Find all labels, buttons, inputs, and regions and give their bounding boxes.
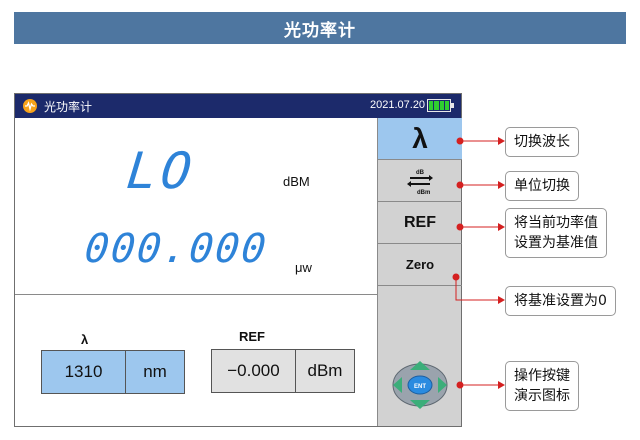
ent-key-label: ENT	[414, 384, 426, 390]
waveform-logo-icon	[23, 99, 37, 113]
reference-value: −0.000	[212, 350, 296, 392]
wavelength-button[interactable]: λ	[378, 118, 462, 160]
unit-switch-icon: dB dBm	[407, 170, 433, 196]
reference-unit: dBm	[307, 361, 343, 380]
app-title: 光功率计	[44, 100, 93, 114]
wavelength-label: λ	[81, 332, 89, 347]
softkey-sidebar: λ dB dBm REF Zero ENT	[377, 118, 462, 426]
wavelength-unit: nm	[143, 362, 167, 381]
battery-icon	[427, 99, 451, 112]
wavelength-field: 1310 nm	[41, 350, 185, 394]
wavelength-value: 1310	[42, 351, 126, 393]
ref-button[interactable]: REF	[378, 202, 462, 244]
callout-nav-keys-line1: 操作按键	[514, 368, 570, 384]
unit-switch-button[interactable]: dB dBm	[378, 160, 462, 202]
callout-switch-unit: 单位切换	[505, 171, 579, 201]
unit-icon-top-text: dB	[416, 170, 425, 176]
callout-set-zero: 将基准设置为0	[505, 286, 616, 316]
battery-tip	[451, 103, 454, 108]
reference-field: −0.000 dBm	[211, 349, 355, 393]
power-meter-screen: 光功率计 2021.07.20 LO dBM 000.000 μw λ 1310…	[14, 93, 462, 427]
unit-icon-bottom-text: dBm	[417, 190, 430, 196]
page-banner: 光功率计	[14, 12, 626, 44]
navigation-keys-icon[interactable]: ENT	[390, 358, 450, 412]
callout-nav-keys: 操作按键 演示图标	[505, 361, 579, 411]
reference-label: REF	[239, 329, 265, 344]
reading-divider	[15, 294, 377, 295]
date-display: 2021.07.20	[370, 99, 426, 111]
callout-set-reference: 将当前功率值 设置为基准值	[505, 208, 607, 258]
power-unit-uw: μw	[295, 260, 312, 275]
zero-button[interactable]: Zero	[378, 244, 462, 286]
callout-set-reference-line2: 设置为基准值	[514, 235, 598, 251]
title-bar: 光功率计 2021.07.20	[15, 94, 461, 118]
callout-nav-keys-line2: 演示图标	[514, 388, 570, 404]
power-unit: dBM	[283, 174, 310, 189]
callout-switch-wavelength: 切换波长	[505, 127, 579, 157]
callout-set-reference-line1: 将当前功率值	[514, 215, 598, 231]
